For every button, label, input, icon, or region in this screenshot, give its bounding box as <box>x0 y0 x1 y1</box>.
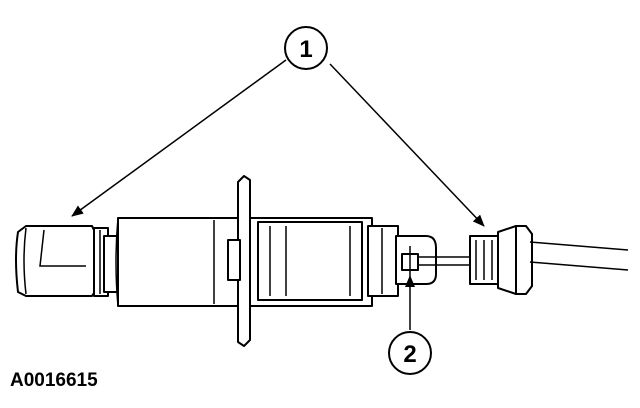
cable <box>529 241 629 271</box>
left-end-cap <box>15 225 97 297</box>
callout-1-leaders <box>71 59 485 227</box>
figure-id-label: A0016615 <box>10 370 98 391</box>
tube <box>418 256 478 266</box>
right-housing <box>249 217 399 307</box>
callout-1: 1 <box>284 26 328 70</box>
mounting-flange <box>227 175 251 347</box>
right-connector <box>469 225 533 295</box>
callout-1-number: 1 <box>299 36 312 63</box>
callout-2-number: 2 <box>403 341 416 368</box>
nozzle-fitting <box>395 235 437 285</box>
main-housing <box>115 217 239 307</box>
callout-2: 2 <box>388 331 432 375</box>
